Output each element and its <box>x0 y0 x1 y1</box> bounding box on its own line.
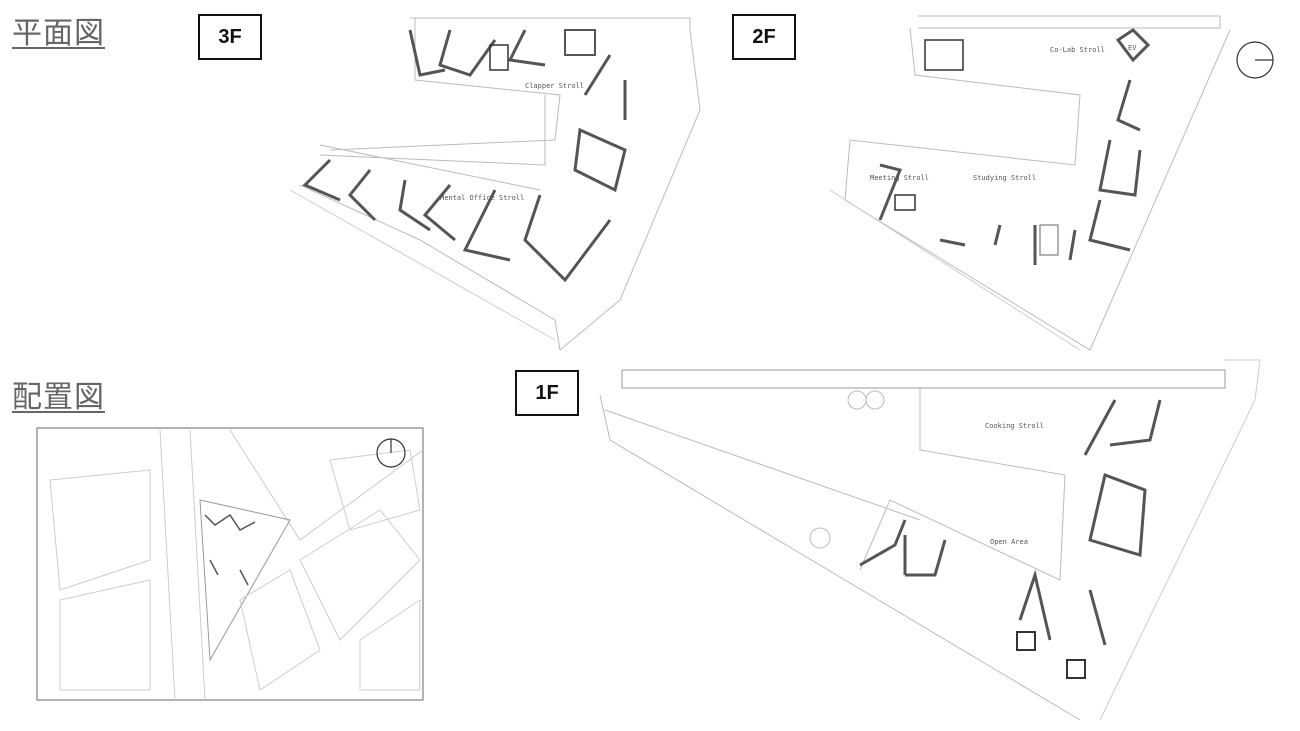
label-2f-study: Studying Stroll <box>973 174 1036 182</box>
label-3f-bottom: Mental Office Stroll <box>440 194 524 202</box>
plan-heading: 平面図 <box>12 16 105 51</box>
floor-plan-1f <box>599 359 1261 721</box>
site-plan-heading: 配置図 <box>12 380 105 415</box>
site-plan <box>36 427 424 701</box>
label-1f-open: Open Area <box>990 538 1028 546</box>
floor-tag-2f: 2F <box>732 14 796 60</box>
floor-tag-1f: 1F <box>515 370 579 416</box>
label-2f-meeting: Meeting Stroll <box>870 174 929 182</box>
north-arrow-icon <box>1236 41 1274 79</box>
floor-plan-3f <box>289 17 701 351</box>
label-3f-top: Clapper Stroll <box>525 82 584 90</box>
site-north-arrow-icon <box>376 438 406 468</box>
label-1f-cooking: Cooking Stroll <box>985 422 1044 430</box>
floor-tag-3f: 3F <box>198 14 262 60</box>
label-2f-colab: Co-Lab Stroll <box>1050 46 1105 54</box>
floor-plan-2f <box>829 15 1231 351</box>
label-ev: EV <box>1128 44 1137 52</box>
